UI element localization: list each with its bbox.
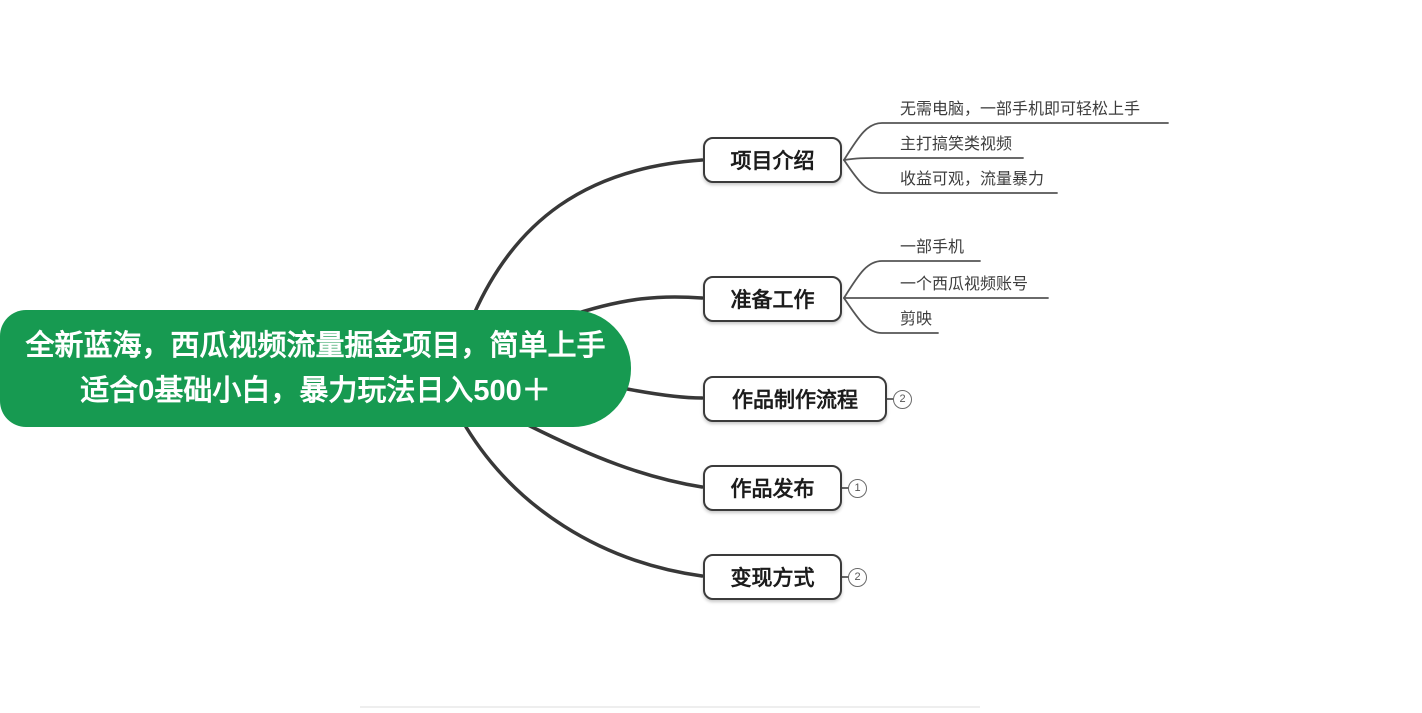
bottom-divider <box>360 706 980 708</box>
central-topic[interactable]: 全新蓝海，西瓜视频流量掘金项目，简单上手 适合0基础小白，暴力玩法日入500＋ <box>0 310 631 427</box>
subtopic-funny-videos[interactable]: 主打搞笑类视频 <box>900 136 1013 153</box>
topic-project-intro[interactable]: 项目介绍 <box>703 137 842 183</box>
topic-preparation[interactable]: 准备工作 <box>703 276 842 322</box>
subtopic-one-phone[interactable]: 一部手机 <box>900 239 965 256</box>
branch-curve-5 <box>464 425 704 578</box>
subtopic-jianying[interactable]: 剪映 <box>900 311 933 328</box>
topic-publishing[interactable]: 作品发布 <box>703 465 842 511</box>
badge-count: 2 <box>854 571 861 583</box>
collapse-badge-publishing[interactable]: 1 <box>848 479 867 498</box>
topic-label: 作品发布 <box>730 478 815 501</box>
badge-count: 2 <box>899 393 906 405</box>
badge-count: 1 <box>854 482 861 494</box>
subtopic-good-income[interactable]: 收益可观，流量暴力 <box>900 171 1045 188</box>
branch-curve-3 <box>620 386 704 400</box>
topic-label: 准备工作 <box>730 289 815 312</box>
topic-production-process[interactable]: 作品制作流程 <box>703 376 887 422</box>
central-topic-line1: 全新蓝海，西瓜视频流量掘金项目，简单上手 <box>25 329 606 362</box>
topic-label: 变现方式 <box>730 567 815 590</box>
subtopic-no-computer-needed[interactable]: 无需电脑，一部手机即可轻松上手 <box>900 101 1141 118</box>
topic-label: 作品制作流程 <box>732 389 858 412</box>
collapse-badge-production-process[interactable]: 2 <box>893 390 912 409</box>
central-topic-line2: 适合0基础小白，暴力玩法日入500＋ <box>80 374 551 407</box>
collapse-badge-monetization[interactable]: 2 <box>848 568 867 587</box>
branch-curve-4 <box>526 423 704 489</box>
topic-label: 项目介绍 <box>730 150 815 173</box>
subline-1-2 <box>843 157 1024 161</box>
topic-monetization[interactable]: 变现方式 <box>703 554 842 600</box>
subtopic-xigua-account[interactable]: 一个西瓜视频账号 <box>900 276 1029 293</box>
branch-curve-1 <box>472 158 704 316</box>
